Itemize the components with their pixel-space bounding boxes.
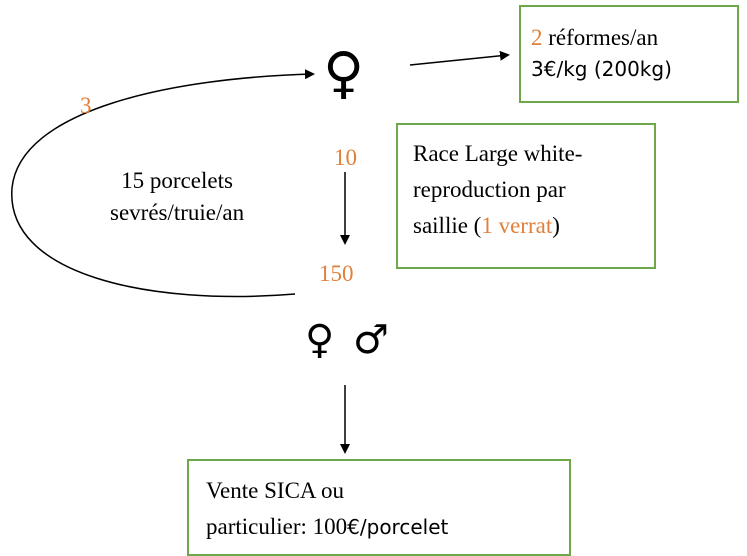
sale-line2: particulier: 100€/porcelet [206,509,569,548]
breed-box: Race Large white- reproduction par saill… [396,123,656,269]
breed-line3: saillie (1 verrat) [413,208,654,244]
sows-count: 10 [334,145,357,170]
male-symbol: ♂ [353,317,389,363]
female-symbol: ♀ [305,317,335,363]
piglets-count: 150 [319,261,354,286]
culls-price: 3€/kg (200kg) [531,57,672,81]
arrow-to-culls [409,50,510,66]
piglets-rate-line2: sevrés/truie/an [110,200,245,225]
breed-line3-prefix: saillie ( [413,213,482,238]
sow-symbol: ♀ [323,41,365,106]
sale-line2-prefix: particulier: 100 [206,514,348,539]
culls-count: 2 [531,25,543,50]
piglets-rate-line1: 15 porcelets [121,168,233,193]
offspring-symbols: ♀ ♂ [305,320,389,360]
breed-text: Race Large white- reproduction par saill… [413,136,654,244]
sale-line1: Vente SICA ou [206,478,344,503]
sale-box: Vente SICA ou particulier: 100€/porcelet [187,459,571,556]
breed-line2: reproduction par [413,177,566,202]
culls-line1: 2 réformes/an [531,22,737,54]
breed-line3-suffix: ) [552,213,560,238]
replacement-count: 3 [80,93,92,118]
breed-line1: Race Large white- [413,141,583,166]
piglets-rate-label: 15 porcelets sevrés/truie/an [110,165,244,229]
sale-line2-suffix: €/porcelet [347,515,449,539]
replacement-loop-arrow [11,69,315,298]
culls-label: réformes/an [542,25,659,50]
culls-box: 2 réformes/an 3€/kg (200kg) [519,5,739,103]
boar-count: 1 verrat [481,213,553,238]
